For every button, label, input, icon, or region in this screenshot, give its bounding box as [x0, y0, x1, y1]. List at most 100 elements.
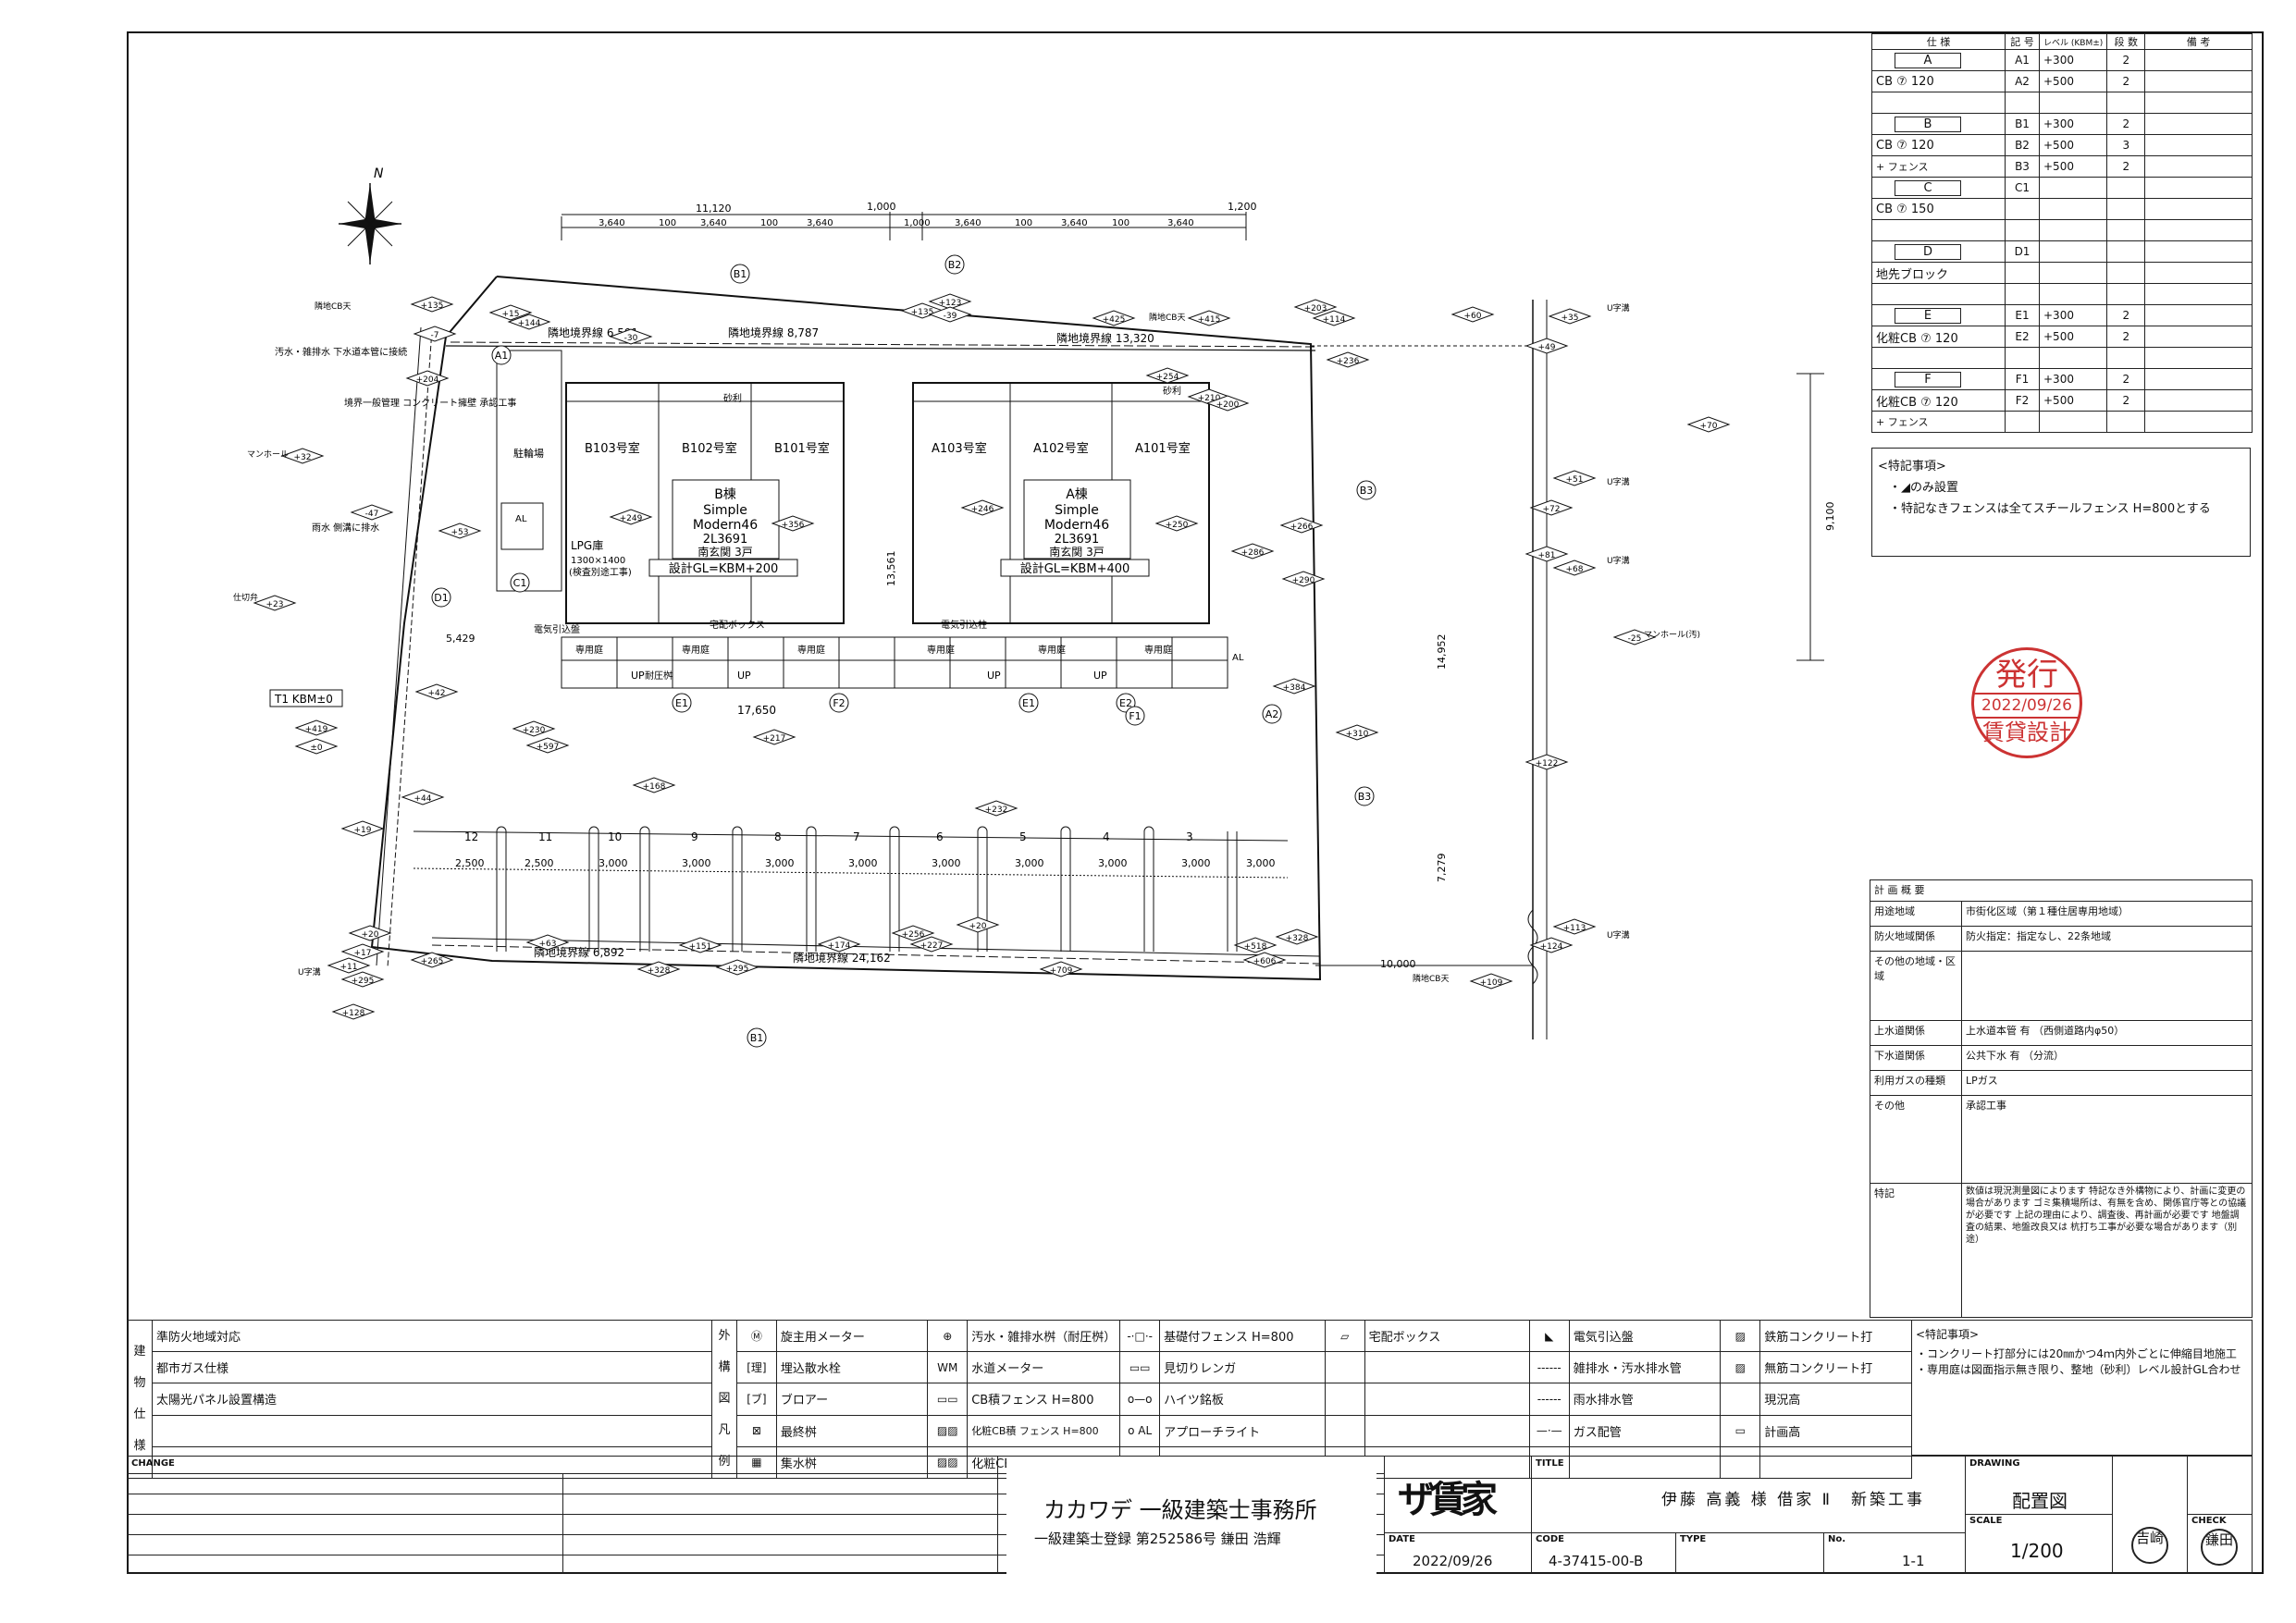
- svg-text:5: 5: [1019, 830, 1027, 843]
- office-name: カカワデ 一級建築士事務所: [1043, 1497, 1317, 1523]
- svg-text:+68: +68: [1566, 565, 1584, 574]
- check-block: CHECK 鎌田: [2187, 1456, 2253, 1574]
- svg-text:+415: +415: [1198, 315, 1221, 325]
- svg-text:+151: +151: [689, 942, 712, 952]
- level-marker: +15: [488, 304, 533, 321]
- checker-1-block: 吉崎: [2112, 1456, 2188, 1574]
- svg-text:E1: E1: [1022, 697, 1035, 709]
- svg-text:隣地境界線 24,162: 隣地境界線 24,162: [793, 951, 891, 965]
- spec-row: [1871, 283, 2253, 305]
- svg-text:+109: +109: [1480, 978, 1503, 988]
- svg-text:3,000: 3,000: [599, 857, 628, 869]
- svg-text:境界一般管理 コンクリート擁壁 承認工事: 境界一般管理 コンクリート擁壁 承認工事: [344, 397, 516, 409]
- room-a103: A103号室: [932, 441, 987, 456]
- svg-text:+122: +122: [1536, 759, 1559, 768]
- svg-text:+310: +310: [1346, 730, 1369, 739]
- level-marker: +286: [1230, 543, 1275, 559]
- level-marker: +415: [1187, 310, 1231, 326]
- svg-text:8: 8: [774, 830, 782, 843]
- svg-text:+44: +44: [414, 794, 432, 804]
- spec-row: [1871, 92, 2253, 114]
- svg-text:E1: E1: [675, 697, 688, 709]
- svg-text:+114: +114: [1323, 315, 1346, 325]
- svg-text:Modern46: Modern46: [1044, 518, 1109, 533]
- level-marker: ±0: [294, 738, 339, 755]
- svg-text:+709: +709: [1050, 966, 1073, 976]
- svg-text:2L3691: 2L3691: [1055, 533, 1100, 547]
- svg-text:UP: UP: [1093, 670, 1107, 682]
- svg-text:+53: +53: [451, 528, 469, 537]
- level-marker: +122: [1524, 754, 1569, 770]
- svg-text:専用庭: 専用庭: [1038, 644, 1066, 656]
- spec-code: F: [1895, 371, 1961, 387]
- issue-stamp: 発行 2022/09/26 賃貸設計: [1971, 647, 2082, 758]
- level-marker: +63: [525, 934, 570, 951]
- plan-row: その他承認工事: [1870, 1095, 2253, 1184]
- svg-text:B棟: B棟: [714, 487, 736, 502]
- drawing-name-block: DRAWING 配置図 SCALE 1/200: [1965, 1456, 2113, 1574]
- svg-text:+419: +419: [305, 725, 328, 734]
- legend-symbol-icon: [理]: [735, 1351, 777, 1384]
- top-dimensions: 11,120 1,000 1,200 3,640 100 3,640 100 3…: [561, 201, 1257, 240]
- site-plan: N 11,120 1,000 1,200 3,640 100 3,640 100…: [233, 166, 1836, 1048]
- plan-outline-table: 計 画 概 要 用途地域市街化区域（第１種住居専用地域）防火地域関係防火指定：指…: [1870, 879, 2253, 1318]
- svg-text:+606: +606: [1253, 957, 1277, 966]
- level-marker: +151: [678, 937, 722, 953]
- markers: B1 B2 B3 B3 B1 A1 A2 D1 C1 E1 E1 E2 F1 F…: [431, 254, 1376, 1048]
- svg-text:+70: +70: [1700, 422, 1718, 431]
- svg-text:+123: +123: [939, 299, 962, 308]
- svg-text:2,500: 2,500: [525, 857, 554, 869]
- svg-text:+597: +597: [537, 743, 560, 752]
- legend-symbol-icon: ▨: [1720, 1319, 1761, 1353]
- level-marker: +310: [1335, 724, 1379, 741]
- svg-text:-25: -25: [1628, 634, 1642, 644]
- svg-text:専用庭: 専用庭: [682, 644, 710, 656]
- svg-text:+200: +200: [1216, 400, 1240, 410]
- svg-text:B3: B3: [1360, 485, 1374, 497]
- legend-symbol-icon: -·□·-: [1119, 1319, 1161, 1353]
- svg-text:3,640: 3,640: [599, 218, 625, 228]
- svg-text:3,640: 3,640: [807, 218, 833, 228]
- scale-value: 1/200: [2010, 1540, 2064, 1562]
- svg-text:1,000: 1,000: [904, 218, 931, 228]
- svg-text:+250: +250: [1166, 521, 1189, 530]
- legend-symbol-icon: ⊕: [927, 1319, 969, 1353]
- svg-text:+135: +135: [911, 308, 934, 317]
- level-marker: +68: [1552, 559, 1597, 576]
- svg-text:F1: F1: [1129, 710, 1141, 722]
- svg-text:2L3691: 2L3691: [703, 533, 748, 547]
- svg-text:+42: +42: [428, 689, 446, 698]
- legend-symbol-icon: [1528, 1445, 1570, 1480]
- level-marker: +109: [1469, 973, 1513, 990]
- level-marker: +168: [632, 777, 676, 793]
- svg-text:仕切弁: 仕切弁: [233, 592, 258, 603]
- svg-text:(検査別途工事): (検査別途工事): [569, 566, 632, 578]
- svg-text:9: 9: [691, 830, 698, 843]
- svg-text:専用庭: 専用庭: [575, 644, 603, 656]
- gl-a: 設計GL=KBM+400: [1020, 561, 1130, 576]
- level-marker: +606: [1242, 952, 1287, 968]
- svg-text:+174: +174: [828, 941, 851, 951]
- level-marker: +135: [410, 296, 454, 313]
- svg-text:+204: +204: [416, 375, 439, 385]
- level-marker: +425: [1092, 310, 1136, 326]
- svg-text:4: 4: [1103, 830, 1110, 843]
- legend-symbol-icon: ▨: [1720, 1351, 1761, 1384]
- svg-text:+203: +203: [1304, 304, 1327, 314]
- svg-text:専用庭: 専用庭: [1144, 644, 1172, 656]
- svg-text:専用庭: 専用庭: [927, 644, 955, 656]
- svg-text:+81: +81: [1538, 551, 1556, 560]
- legend-symbol-icon: ------: [1528, 1351, 1570, 1384]
- svg-text:+286: +286: [1241, 548, 1265, 558]
- level-marker: +128: [331, 1003, 376, 1020]
- svg-text:+295: +295: [352, 977, 375, 986]
- office-registration: 一級建築士登録 第252586号 鎌田 浩輝: [1034, 1531, 1281, 1547]
- level-marker: +174: [817, 936, 861, 953]
- project-title: 伊藤 高義 様 借家 Ⅱ 新築工事: [1661, 1491, 1925, 1509]
- date-value: 2022/09/26: [1413, 1553, 1493, 1569]
